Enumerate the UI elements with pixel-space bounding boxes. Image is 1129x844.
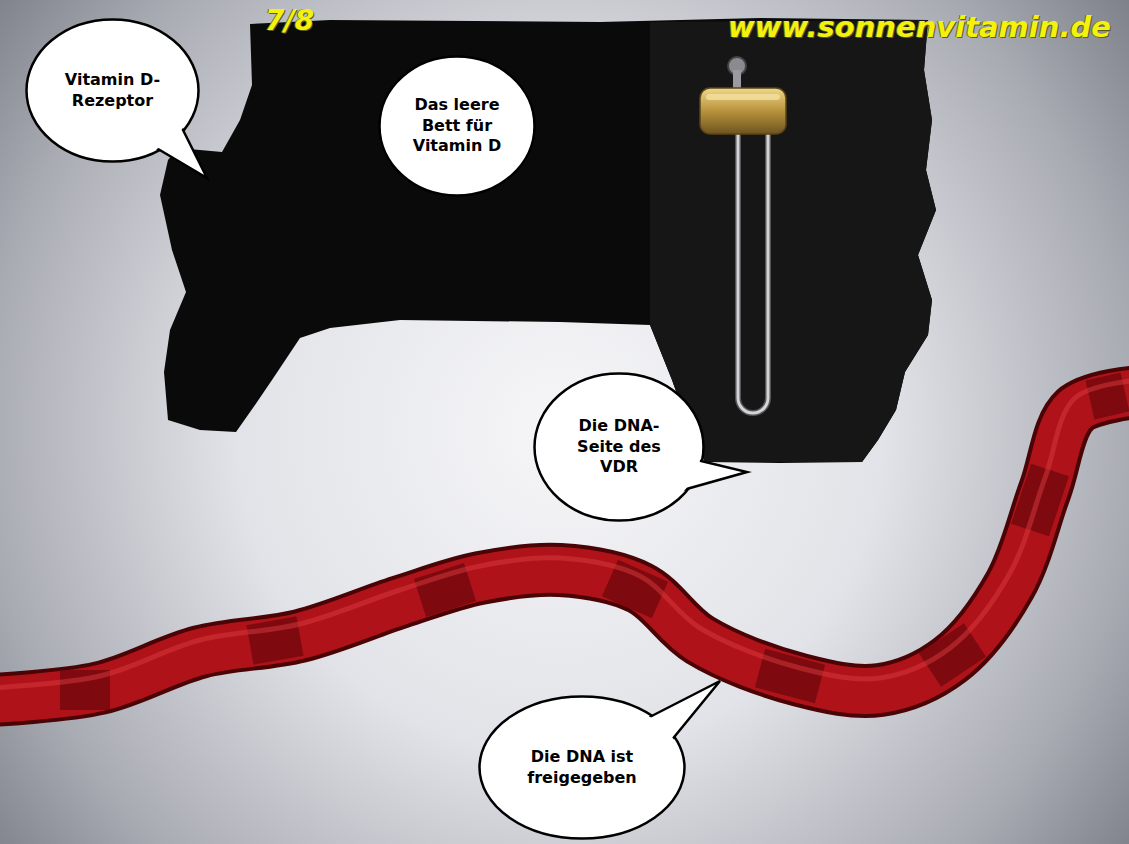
padlock-highlight [706,94,780,100]
bubble-fill [537,376,702,519]
ribbon-twist [1090,392,1125,400]
bubble-text: Vitamin D- Rezeptor [58,70,168,112]
hairpin-wire [738,112,768,413]
ribbon-twist [250,636,300,645]
watermark: www.sonnenvitamin.de [728,10,1111,44]
speech-bubble: Das leere Bett für Vitamin D [378,55,536,197]
bubble-fill [482,699,683,837]
receptor-shape [160,18,936,463]
speech-bubble: Die DNA-Seite des VDR [533,372,705,522]
speech-bubble: Vitamin D- Rezeptor [25,18,200,163]
bubble-text: Die DNA-Seite des VDR [564,416,674,478]
receptor-dna-side [650,20,936,462]
ribbon-twist [420,582,470,598]
bubble-text: Das leere Bett für Vitamin D [407,95,507,157]
bubble-ellipse [535,374,704,521]
bubble-text: Die DNA ist freigegeben [522,747,642,789]
speech-bubble: Die DNA ist freigegeben [478,695,686,840]
padlock-body [700,88,786,134]
page-number: 7/8 [265,4,314,37]
bubble-ellipse [380,57,535,196]
bubble-fill [29,22,197,160]
hairpin-shadow [738,112,768,413]
